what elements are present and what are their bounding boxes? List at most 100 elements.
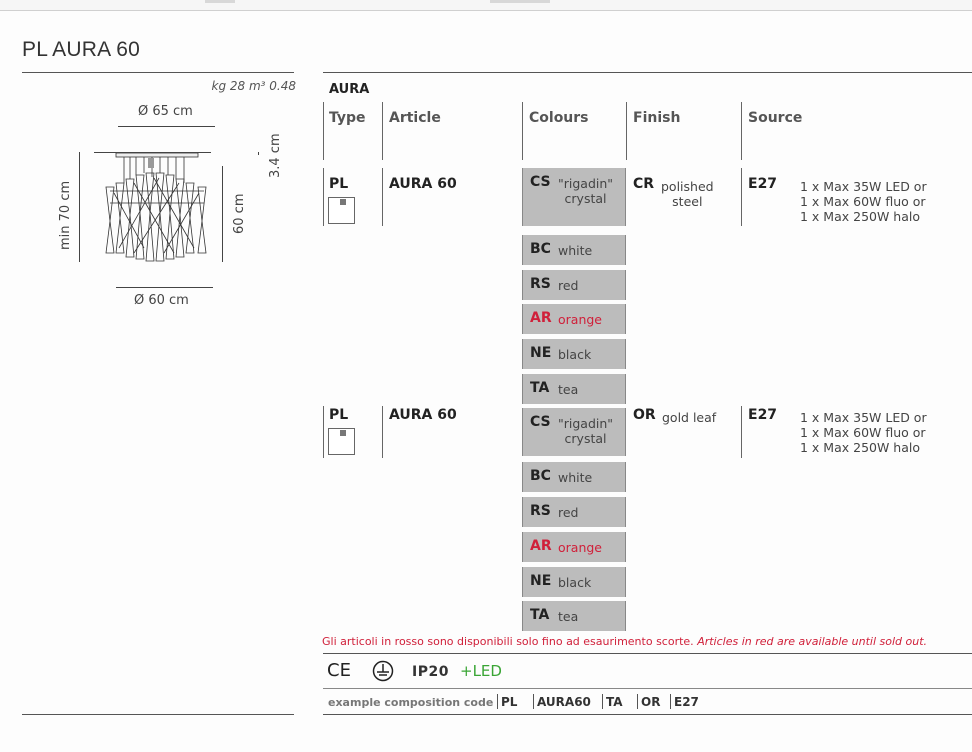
source-code: E27 <box>748 176 778 192</box>
header-source: Source <box>748 110 803 126</box>
composition-segment-article: AURA60 <box>533 694 591 709</box>
family-name: AURA <box>329 82 370 97</box>
composition-segment-source: E27 <box>670 694 699 709</box>
colour-name: orange <box>558 312 602 327</box>
colour-code: RS <box>530 503 551 519</box>
colour-name: white <box>558 243 593 258</box>
bottom-diameter-label: Ø 60 cm <box>134 293 189 308</box>
note-italian: Gli articoli in rosso sono disponibili s… <box>322 635 694 648</box>
top-toolbar-strip <box>0 0 972 11</box>
colour-swatch-rs[interactable]: RS red <box>522 270 626 300</box>
divider <box>323 714 972 715</box>
toolbar-tab-marker <box>205 0 235 3</box>
colour-code: BC <box>530 241 551 257</box>
colour-code: AR <box>530 538 552 554</box>
colour-name: red <box>558 505 579 520</box>
column-separator <box>323 168 324 226</box>
colour-name: tea <box>558 382 579 397</box>
header-finish: Finish <box>633 110 681 126</box>
finish-name: polished steel <box>661 179 714 209</box>
colour-name: black <box>558 347 592 362</box>
row-article: AURA 60 <box>389 407 457 423</box>
divider <box>323 72 972 73</box>
column-separator <box>323 102 324 160</box>
column-separator <box>741 406 742 458</box>
colour-swatch-ne[interactable]: NE black <box>522 567 626 597</box>
header-colours: Colours <box>529 110 589 126</box>
led-compatible: +LED <box>460 662 502 680</box>
min-height-label: min 70 cm <box>58 180 73 250</box>
colour-code: BC <box>530 468 551 484</box>
source-description: 1 x Max 35W LED or 1 x Max 60W fluo or 1… <box>800 179 927 224</box>
top-diameter-label: Ø 65 cm <box>138 104 193 119</box>
finish-code: OR <box>633 407 656 423</box>
row-type: PL <box>329 407 349 423</box>
composition-segment-colour: TA <box>602 694 623 709</box>
column-separator <box>741 168 742 226</box>
weight-volume: kg 28 m³ 0.48 <box>211 79 297 93</box>
column-separator <box>522 102 523 160</box>
colour-name: black <box>558 575 592 590</box>
source-description: 1 x Max 35W LED or 1 x Max 60W fluo or 1… <box>800 410 927 455</box>
column-separator <box>382 102 383 160</box>
toolbar-tab-marker <box>490 0 550 3</box>
availability-note: Gli articoli in rosso sono disponibili s… <box>322 635 927 648</box>
ip-rating: IP20 <box>412 664 449 680</box>
colour-swatch-rs[interactable]: RS red <box>522 497 626 527</box>
header-article: Article <box>389 110 441 126</box>
column-separator <box>626 102 627 160</box>
colour-code: NE <box>530 573 552 589</box>
colour-code: CS <box>530 414 551 430</box>
divider <box>323 688 972 689</box>
colour-code: RS <box>530 276 551 292</box>
column-separator <box>323 406 324 458</box>
colour-swatch-cs[interactable]: CS "rigadin" crystal <box>522 408 626 456</box>
ce-mark-icon: CE <box>327 660 351 681</box>
colour-code: TA <box>530 380 550 396</box>
body-height-label: 60 cm <box>232 193 247 235</box>
colour-name: white <box>558 470 593 485</box>
colour-swatch-ta[interactable]: TA tea <box>522 374 626 404</box>
colour-name: "rigadin" crystal <box>558 176 614 206</box>
column-separator <box>382 406 383 458</box>
dimension-line <box>118 126 215 127</box>
colour-swatch-bc[interactable]: BC white <box>522 462 626 492</box>
column-separator <box>741 102 742 160</box>
colour-swatch-bc[interactable]: BC white <box>522 235 626 265</box>
divider <box>22 72 294 73</box>
ceiling-line <box>94 152 211 153</box>
colour-code: CS <box>530 174 551 190</box>
ceiling-lamp-type-icon <box>328 428 355 455</box>
column-separator <box>382 168 383 226</box>
lamp-illustration-icon <box>105 153 207 262</box>
finish-name: gold leaf <box>662 410 717 425</box>
colour-name: "rigadin" crystal <box>558 416 614 446</box>
colour-swatch-ne[interactable]: NE black <box>522 339 626 369</box>
colour-name: tea <box>558 609 579 624</box>
ceiling-lamp-type-icon <box>328 197 355 224</box>
colour-swatch-cs[interactable]: CS "rigadin" crystal <box>522 168 626 226</box>
dimension-line <box>258 152 259 155</box>
dimension-line <box>79 152 80 262</box>
composition-segment-type: PL <box>497 694 517 709</box>
divider <box>323 653 972 654</box>
dimension-line <box>222 166 223 262</box>
composition-segment-finish: OR <box>637 694 660 709</box>
finish-code: CR <box>633 176 655 192</box>
note-english: Articles in red are available until sold… <box>697 635 928 648</box>
colour-code: TA <box>530 607 550 623</box>
ground-symbol-icon <box>372 660 394 682</box>
dimension-line <box>116 287 213 288</box>
row-type: PL <box>329 176 349 192</box>
composition-label: example composition code <box>328 696 494 709</box>
row-article: AURA 60 <box>389 176 457 192</box>
colour-name: orange <box>558 540 602 555</box>
colour-swatch-ar[interactable]: AR orange <box>522 304 626 334</box>
colour-name: red <box>558 278 579 293</box>
colour-code: NE <box>530 345 552 361</box>
page-title: PL AURA 60 <box>22 38 140 61</box>
colour-code: AR <box>530 310 552 326</box>
colour-swatch-ta[interactable]: TA tea <box>522 601 626 631</box>
canopy-height-label: 3.4 cm <box>268 133 283 178</box>
colour-swatch-ar[interactable]: AR orange <box>522 532 626 562</box>
